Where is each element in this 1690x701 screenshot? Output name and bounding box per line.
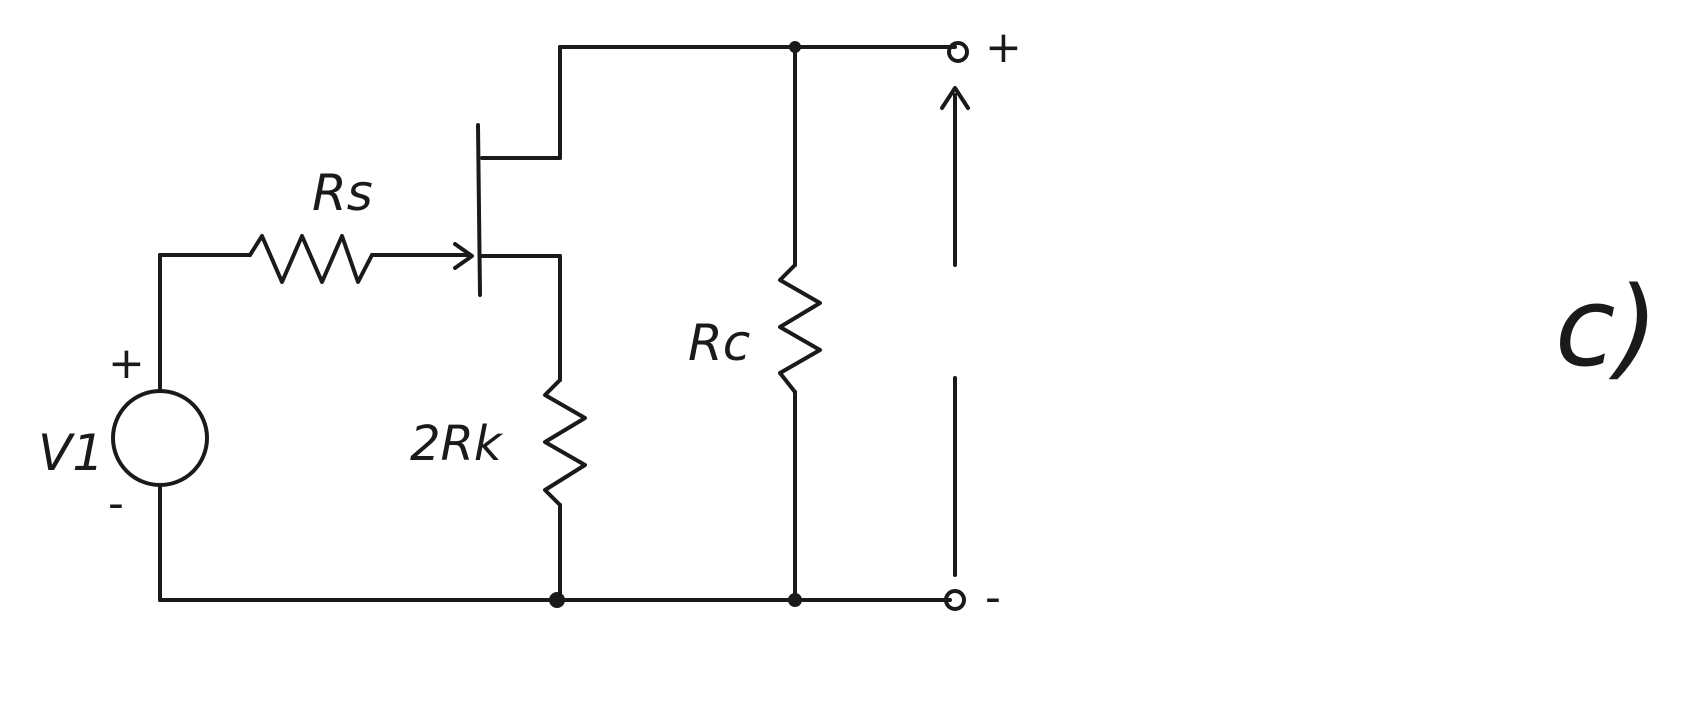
label-rs: Rs [312,164,373,222]
mosfet-gate-plate [476,123,482,297]
output-voltage-arrowhead [940,86,970,110]
voltage-source-v1 [111,389,209,487]
resistor-2rk [543,378,587,507]
junction-top-rc [789,41,801,53]
resistor-rc [778,263,822,394]
junction-bottom-rc [788,593,802,607]
label-2rk: 2Rk [410,416,504,472]
output-terminal-plus [947,41,969,63]
label-out-plus: + [985,22,1022,73]
resistor-rs [248,234,374,284]
gate-arrow [453,242,474,270]
label-panel: c) [1555,263,1658,391]
junction-bottom-2rk [549,592,565,608]
label-v1: V1 [38,424,104,482]
output-terminal-minus [944,589,966,611]
label-rc: Rc [688,314,750,372]
label-out-minus: - [985,572,1001,623]
label-v1-plus: + [108,338,145,389]
label-v1-minus: - [108,478,124,529]
